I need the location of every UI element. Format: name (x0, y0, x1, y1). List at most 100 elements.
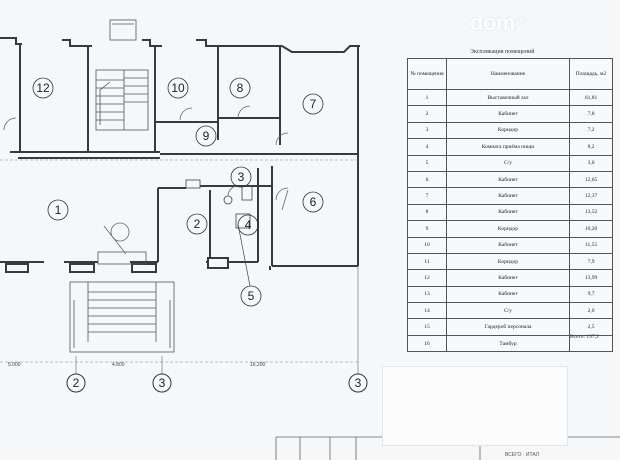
room-marker[interactable]: 9 (195, 125, 217, 147)
axis-marker: 3 (348, 373, 368, 393)
table-cell-name: С/у (446, 302, 570, 320)
table-cell-area: 12,37 (569, 187, 613, 205)
header-no: № помещения (407, 58, 447, 90)
header-area: Площадь, м2 (569, 58, 613, 90)
room-marker[interactable]: 4 (237, 214, 259, 236)
room-number: 9 (203, 129, 210, 143)
title-block-text: ВСЕГО · ИТАЛ (505, 452, 540, 458)
table-cell-no: 3 (407, 121, 447, 140)
table-cell-area: 13,99 (569, 269, 613, 287)
watermark-brand: dom (470, 10, 515, 35)
room-number: 3 (238, 170, 245, 184)
table-cell-name: С/у (446, 154, 570, 172)
room-number: 2 (194, 217, 201, 231)
table-cell-name: Коридор (446, 220, 570, 238)
fixtures (185, 179, 253, 229)
table-cell-area (569, 334, 613, 353)
table-cell-area: 7,9 (569, 252, 613, 271)
room-marker[interactable]: 7 (302, 93, 324, 115)
table-cell-name: Кабинет (446, 170, 570, 189)
table-cell-name: Кабинет (446, 203, 570, 222)
table-cell-no: 7 (407, 187, 447, 205)
table-cell-no: 10 (407, 236, 447, 254)
header-name: Наименование (446, 58, 570, 90)
watermark-logo: dom.ria (470, 10, 527, 36)
table-title: Экспликация помещений (470, 49, 535, 55)
room-marker[interactable]: 3 (230, 166, 252, 188)
table-cell-area: 11,55 (569, 236, 613, 254)
table-cell-name: Кабинет (446, 105, 570, 123)
room-number: 5 (248, 289, 255, 303)
door-swings (3, 105, 289, 255)
room-marker[interactable]: 8 (229, 77, 251, 99)
table-cell-no: 8 (407, 203, 447, 222)
table-cell-name: Тамбур (446, 334, 570, 353)
table-cell-no: 9 (407, 220, 447, 238)
table-cell-no: 11 (407, 252, 447, 271)
table-cell-area: 12,65 (569, 170, 613, 189)
table-cell-area: 2,0 (569, 302, 613, 320)
table-cell-name: Коридор (446, 252, 570, 271)
table-cell-name: Кабинет (446, 187, 570, 205)
room-marker[interactable]: 1 (47, 199, 69, 221)
dimension-label: 4.800 (112, 362, 125, 368)
table-cell-no: 4 (407, 138, 447, 156)
axis-marker: 3 (152, 373, 172, 393)
axis-marker: 2 (66, 373, 86, 393)
room-marker[interactable]: 6 (302, 191, 324, 213)
room-number: 6 (310, 195, 317, 209)
table-cell-name: Кабинет (446, 285, 570, 304)
room-marker[interactable]: 10 (167, 77, 189, 99)
table-cell-area: 8,2 (569, 138, 613, 156)
room-number: 4 (245, 218, 252, 232)
table-cell-no: 2 (407, 105, 447, 123)
axis-label: 3 (159, 376, 166, 390)
table-cell-name: Гардероб персонала (446, 318, 570, 336)
dimension-label: 16.200 (250, 362, 266, 368)
table-cell-area: 3,0 (569, 154, 613, 172)
table-cell-area: 10,20 (569, 220, 613, 238)
room-marker[interactable]: 2 (186, 213, 208, 235)
table-header-row: № помещения Наименование Площадь, м2 (407, 58, 613, 90)
table-cell-no: 16 (407, 334, 447, 353)
room-number: 7 (310, 97, 317, 111)
stair-top (95, 19, 149, 131)
table-cell-area: 2,5 (569, 318, 613, 336)
dimension-label: 5.000 (8, 362, 21, 368)
room-marker[interactable]: 5 (237, 223, 262, 307)
table-cell-no: 13 (407, 285, 447, 304)
table-cell-name: Выставочный зал (446, 88, 570, 107)
room-marker[interactable]: 12 (32, 77, 54, 99)
table-cell-no: 5 (407, 154, 447, 172)
stair-entrance (69, 251, 175, 353)
axis-label: 2 (73, 376, 80, 390)
table-cell-no: 12 (407, 269, 447, 287)
table-cell-no: 6 (407, 170, 447, 189)
table-cell-no: 1 (407, 88, 447, 107)
room-number: 10 (171, 81, 185, 95)
table-cell-name: Комната приёма пищи (446, 138, 570, 156)
table-cell-area: 61,81 (569, 88, 613, 107)
table-total: Всего: 197,2 (570, 334, 599, 340)
room-number: 8 (237, 81, 244, 95)
table-cell-no: 15 (407, 318, 447, 336)
room-number: 12 (36, 81, 50, 95)
table-cell-area: 9,7 (569, 285, 613, 304)
